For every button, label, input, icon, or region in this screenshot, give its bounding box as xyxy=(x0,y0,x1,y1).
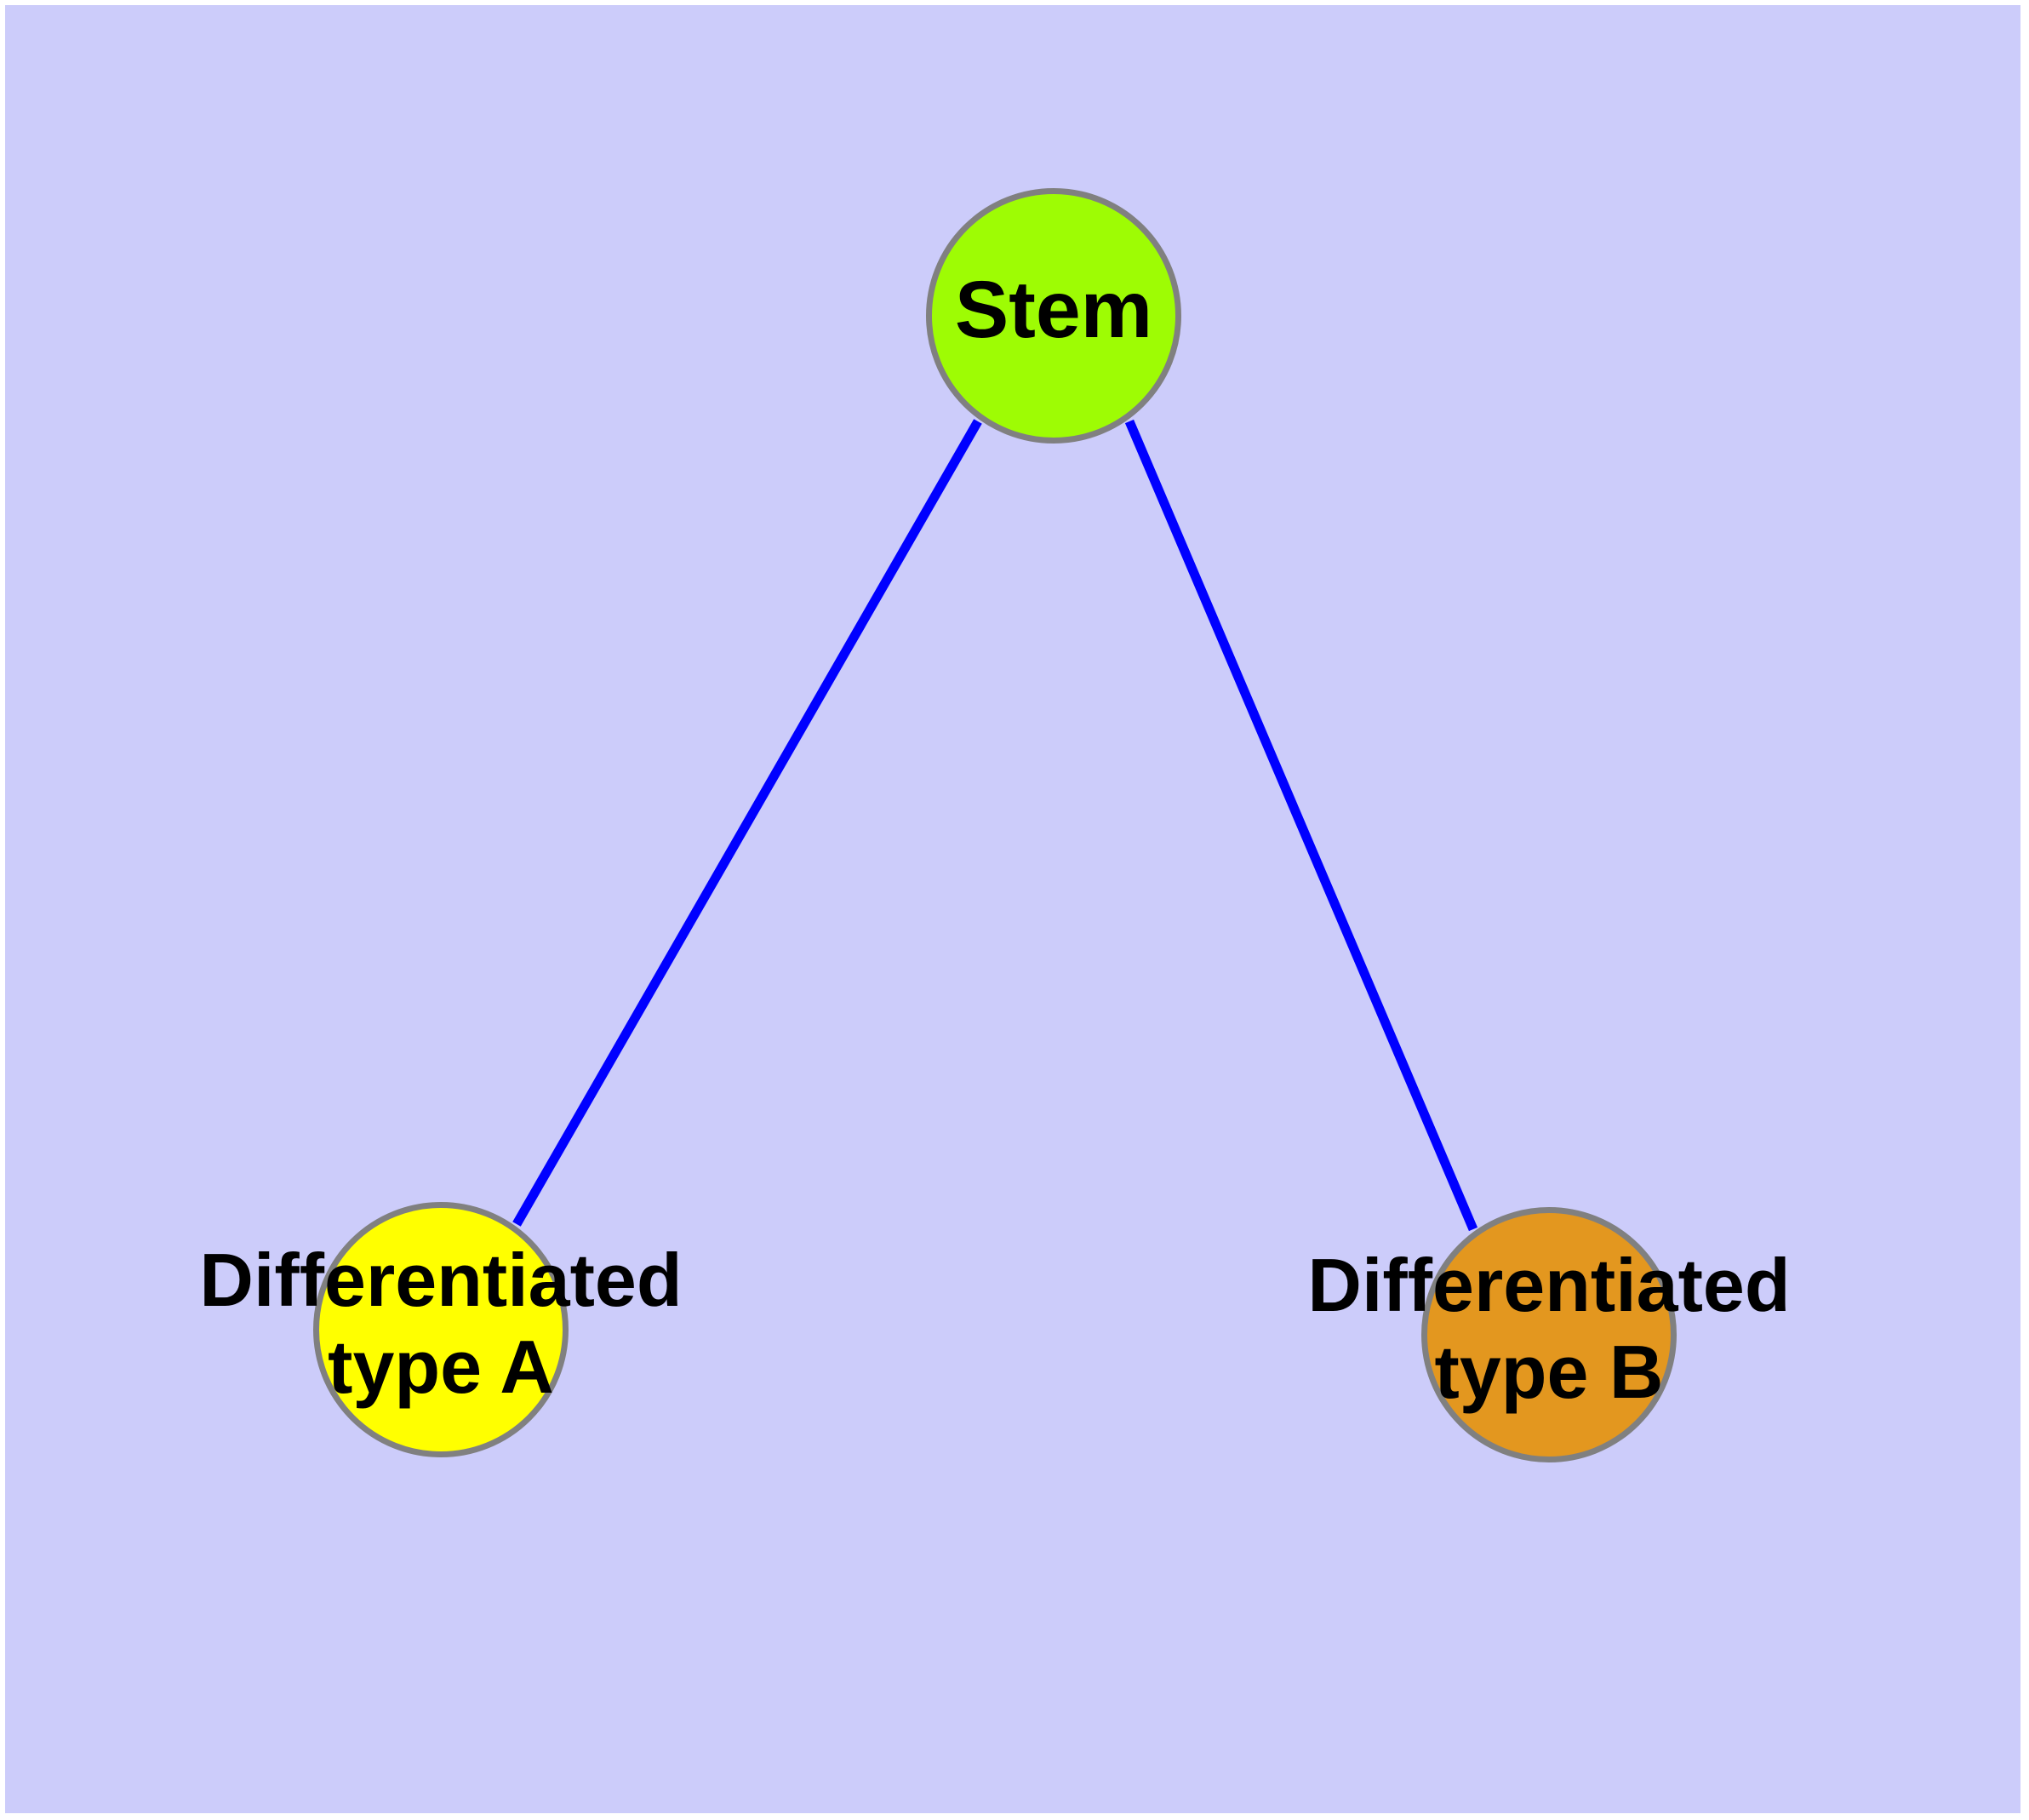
node-label-line: Differentiated xyxy=(1307,1243,1790,1327)
edge-stem-to-diff-a[interactable] xyxy=(512,419,982,1227)
edge-stem-to-diff-b[interactable] xyxy=(1124,419,1478,1232)
node-label-line: type A xyxy=(328,1325,554,1409)
node-circle-diff-b[interactable] xyxy=(1421,1207,1677,1462)
node-label-stem: Stem xyxy=(955,265,1152,355)
node-circle-diff-a[interactable] xyxy=(313,1202,569,1457)
node-stem[interactable]: Stem xyxy=(926,188,1181,444)
node-label-line: type B xyxy=(1435,1330,1664,1414)
node-label-line: Differentiated xyxy=(199,1238,682,1322)
node-label-line: Stem xyxy=(955,265,1152,355)
node-circle-stem[interactable] xyxy=(926,188,1181,444)
edges-layer xyxy=(512,419,1478,1232)
